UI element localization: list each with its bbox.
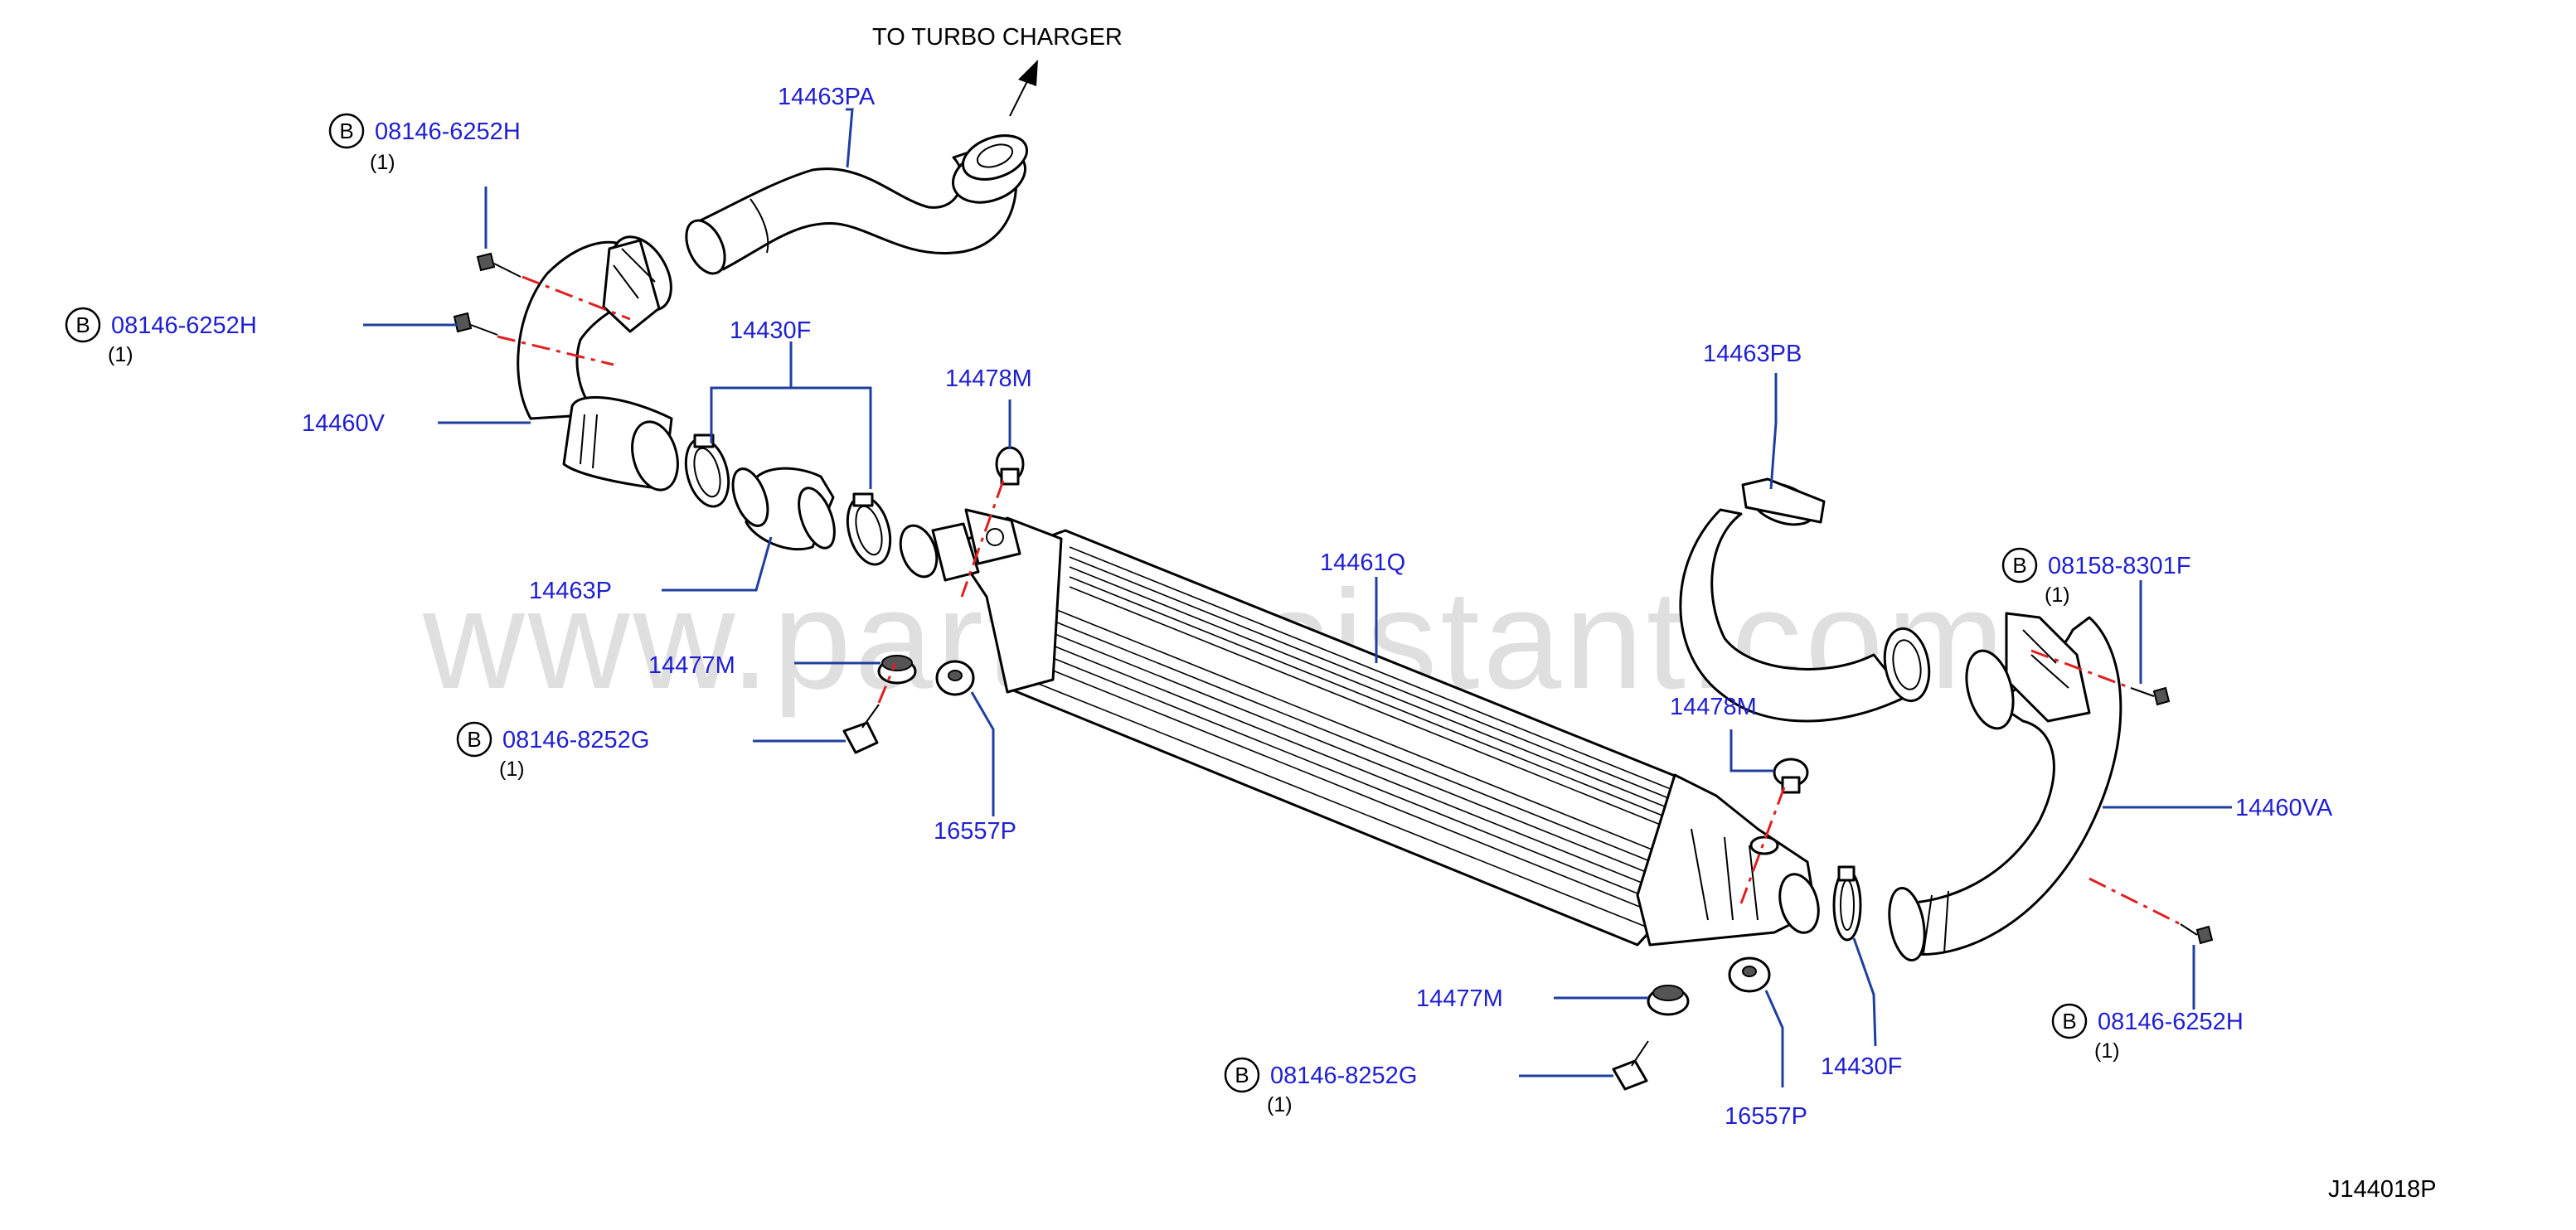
label-14477M: 14477M (648, 652, 735, 679)
label-bolt-08158-8301F: 08158-8301F (2048, 553, 2191, 579)
bolt-icon (453, 312, 498, 336)
hose-14463PB (1679, 477, 1931, 723)
label-14477M: 14477M (1416, 985, 1503, 1012)
bolt-badge-icon (456, 721, 492, 758)
bolt-badge-icon (2001, 547, 2038, 584)
leader-14463PB (1769, 373, 1778, 490)
intercooler-14461Q (899, 508, 1820, 947)
bolt-icon (476, 252, 522, 278)
bolt-callout-08158-8301F: B 08158-8301F (1) (2001, 547, 2191, 607)
label-14430F: 14430F (730, 317, 811, 344)
leader-16557P (1764, 990, 1784, 1087)
qty-bolt: (1) (2045, 584, 2070, 607)
bolt-icon (2130, 686, 2171, 706)
washer-16557P-right (1728, 956, 1771, 993)
bolt-badge-icon (2051, 1003, 2088, 1039)
qty-bolt: (1) (370, 151, 395, 174)
label-bolt-08146-8252G: 08146-8252G (1270, 1063, 1417, 1089)
leader-16557P (970, 691, 995, 816)
bolt-badge-icon (65, 307, 101, 343)
diagram-id: J144018P (2328, 1176, 2437, 1203)
right-duct-14460VA (1888, 612, 2122, 961)
destination-note: TO TURBO CHARGER (872, 24, 1123, 51)
bolt-icon (1612, 1040, 1649, 1091)
mount-centerline (960, 480, 1005, 598)
svg-text:B: B (75, 312, 90, 337)
leader-14478M (1729, 729, 1774, 772)
bolt-icon (842, 704, 880, 754)
hose-clamp-icon (1832, 865, 1862, 942)
label-14430F: 14430F (1821, 1053, 1902, 1080)
hose-clamp-icon (846, 492, 892, 566)
leader-14463P (662, 536, 773, 592)
label-14463PB: 14463PB (1703, 341, 1802, 367)
intercooler-hose-14463P (731, 467, 836, 551)
bolt-centerline (2088, 877, 2181, 926)
leader-14430F (1852, 937, 1877, 1047)
label-14478M: 14478M (1670, 694, 1757, 720)
label-14460VA: 14460VA (2235, 795, 2333, 821)
svg-text:B: B (2012, 553, 2026, 578)
bushing-14478M-right (1773, 758, 1809, 794)
qty-bolt: (1) (1267, 1093, 1293, 1116)
bolt-badge-icon (328, 113, 365, 149)
label-16557P: 16557P (1725, 1103, 1807, 1130)
label-bolt-08146-6252H: 08146-6252H (2098, 1009, 2244, 1035)
label-bolt-08146-6252H: 08146-6252H (111, 312, 257, 339)
qty-bolt: (1) (2094, 1039, 2120, 1063)
bolt-callout-08146-8252G-left: B 08146-8252G (1) (456, 721, 649, 781)
label-14460V: 14460V (302, 410, 386, 437)
bolt-callout-08146-6252H-right: B 08146-6252H (1) (2051, 1003, 2244, 1063)
left-duct-14460V (517, 235, 679, 492)
label-14463PA: 14463PA (778, 84, 876, 110)
label-14461Q: 14461Q (1320, 550, 1405, 576)
bolt-callout-08146-6252H-left: B 08146-6252H (1) (65, 307, 257, 366)
label-bolt-08146-6252H: 08146-6252H (375, 119, 521, 145)
bolt-centerline (497, 335, 614, 366)
washer-16557P-left (935, 660, 975, 696)
bushing-14478M-left (995, 446, 1025, 486)
label-16557P: 16557P (934, 818, 1016, 845)
direction-arrow (1009, 60, 1038, 117)
bolt-icon (2180, 923, 2214, 945)
bolt-callout-08146-6252H-top: B 08146-6252H (1) (328, 113, 521, 174)
upper-hose-14463PA (685, 134, 1028, 275)
svg-text:B: B (339, 119, 353, 143)
grommet-14477M-left (877, 655, 917, 685)
label-14463P: 14463P (529, 578, 612, 604)
svg-text:B: B (2062, 1009, 2076, 1034)
label-bolt-08146-8252G: 08146-8252G (502, 727, 649, 753)
qty-bolt: (1) (108, 343, 133, 366)
bolt-centerline (522, 275, 631, 321)
leader-14463PA (846, 108, 854, 168)
label-14478M: 14478M (945, 366, 1032, 392)
grommet-14477M-right (1647, 985, 1690, 1016)
bolt-centerline (2030, 649, 2132, 690)
svg-text:B: B (1235, 1063, 1249, 1087)
bolt-callout-08146-8252G-right: B 08146-8252G (1) (1224, 1057, 1417, 1116)
bolt-centerline (877, 662, 897, 704)
qty-bolt: (1) (499, 758, 525, 781)
hose-clamp-icon (684, 433, 730, 508)
mount-centerline (1739, 787, 1786, 904)
bolt-badge-icon (1224, 1057, 1260, 1093)
svg-text:B: B (467, 727, 481, 752)
